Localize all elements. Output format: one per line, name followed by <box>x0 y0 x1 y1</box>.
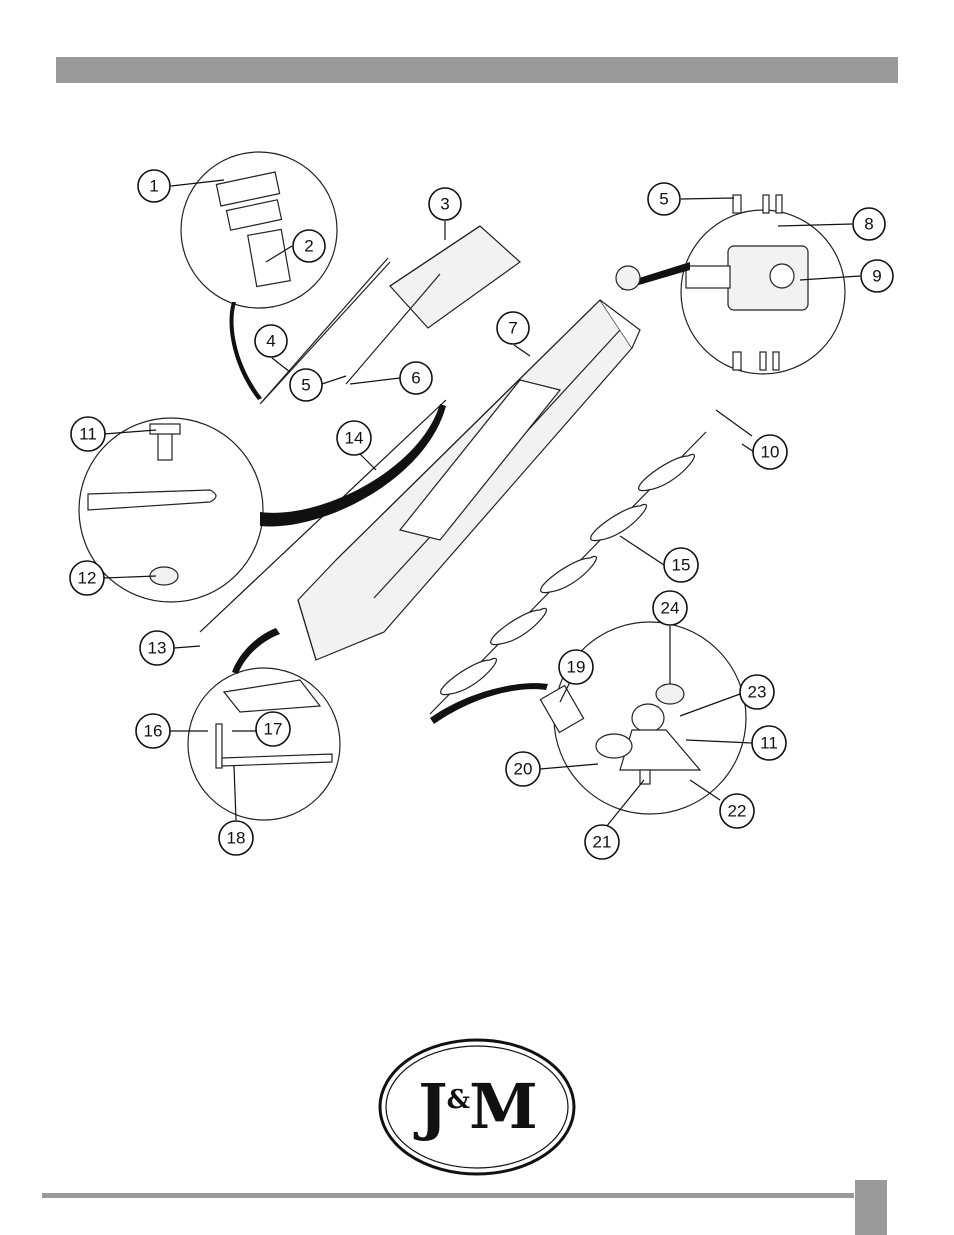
callout-18: 18 <box>219 821 253 855</box>
callout-9: 9 <box>861 260 893 292</box>
svg-text:13: 13 <box>148 639 167 658</box>
svg-text:5: 5 <box>301 376 310 395</box>
callout-3: 3 <box>429 188 461 220</box>
callout-2: 2 <box>293 230 325 262</box>
callout-16: 16 <box>136 714 170 748</box>
svg-text:16: 16 <box>144 722 163 741</box>
footer-rule <box>42 1193 854 1198</box>
callout-10: 10 <box>753 435 787 469</box>
gearbox-small <box>616 266 640 290</box>
callout-5b: 5 <box>648 183 680 215</box>
svg-text:9: 9 <box>872 267 881 286</box>
svg-text:6: 6 <box>411 369 420 388</box>
page-number-tab <box>855 1180 887 1235</box>
callout-17: 17 <box>256 712 290 746</box>
svg-text:8: 8 <box>864 215 873 234</box>
jm-logo: J & M <box>378 1038 576 1176</box>
callout-21: 21 <box>585 825 619 859</box>
callout-1: 1 <box>138 170 170 202</box>
callout-11b: 11 <box>752 726 786 760</box>
svg-text:15: 15 <box>672 556 691 575</box>
detail-pointer-tail <box>230 302 262 400</box>
svg-text:3: 3 <box>440 195 449 214</box>
callout-7: 7 <box>497 312 529 344</box>
callout-5: 5 <box>290 369 322 401</box>
svg-text:7: 7 <box>508 319 517 338</box>
callout-11: 11 <box>71 417 105 451</box>
callout-24: 24 <box>653 591 687 625</box>
callout-13: 13 <box>140 631 174 665</box>
callout-23: 23 <box>740 675 774 709</box>
svg-text:24: 24 <box>661 599 680 618</box>
svg-text:19: 19 <box>567 658 586 677</box>
callout-22: 22 <box>720 794 754 828</box>
callout-14: 14 <box>337 421 371 455</box>
callout-19: 19 <box>559 650 593 684</box>
svg-text:5: 5 <box>659 190 668 209</box>
svg-text:2: 2 <box>304 237 313 256</box>
svg-text:14: 14 <box>345 429 364 448</box>
pin-part <box>716 410 752 436</box>
logo-letter-m: M <box>469 1076 536 1138</box>
logo-wordmark: J & M <box>378 1038 576 1176</box>
svg-text:17: 17 <box>264 720 283 739</box>
callout-6: 6 <box>400 362 432 394</box>
auger-trough <box>298 300 640 660</box>
cover-panel <box>390 226 520 328</box>
callout-15: 15 <box>664 548 698 582</box>
svg-text:20: 20 <box>514 760 533 779</box>
svg-text:10: 10 <box>761 443 780 462</box>
callout-12: 12 <box>70 561 104 595</box>
callout-8: 8 <box>853 208 885 240</box>
logo-ampersand: & <box>447 1087 468 1127</box>
svg-text:18: 18 <box>227 829 246 848</box>
callout-4: 4 <box>255 325 287 357</box>
logo-letter-j: J <box>418 1076 445 1138</box>
svg-text:22: 22 <box>728 802 747 821</box>
exploded-parts-diagram: 1 2 3 4 5 6 5 8 9 7 10 11 14 15 12 13 16… <box>0 0 954 900</box>
svg-text:21: 21 <box>593 833 612 852</box>
detail-pointer-tail <box>232 628 280 674</box>
svg-text:11: 11 <box>760 734 778 753</box>
svg-text:12: 12 <box>78 569 97 588</box>
callout-20: 20 <box>506 752 540 786</box>
svg-text:23: 23 <box>748 683 767 702</box>
svg-text:1: 1 <box>149 177 158 196</box>
svg-text:4: 4 <box>266 332 275 351</box>
svg-text:11: 11 <box>79 425 97 444</box>
